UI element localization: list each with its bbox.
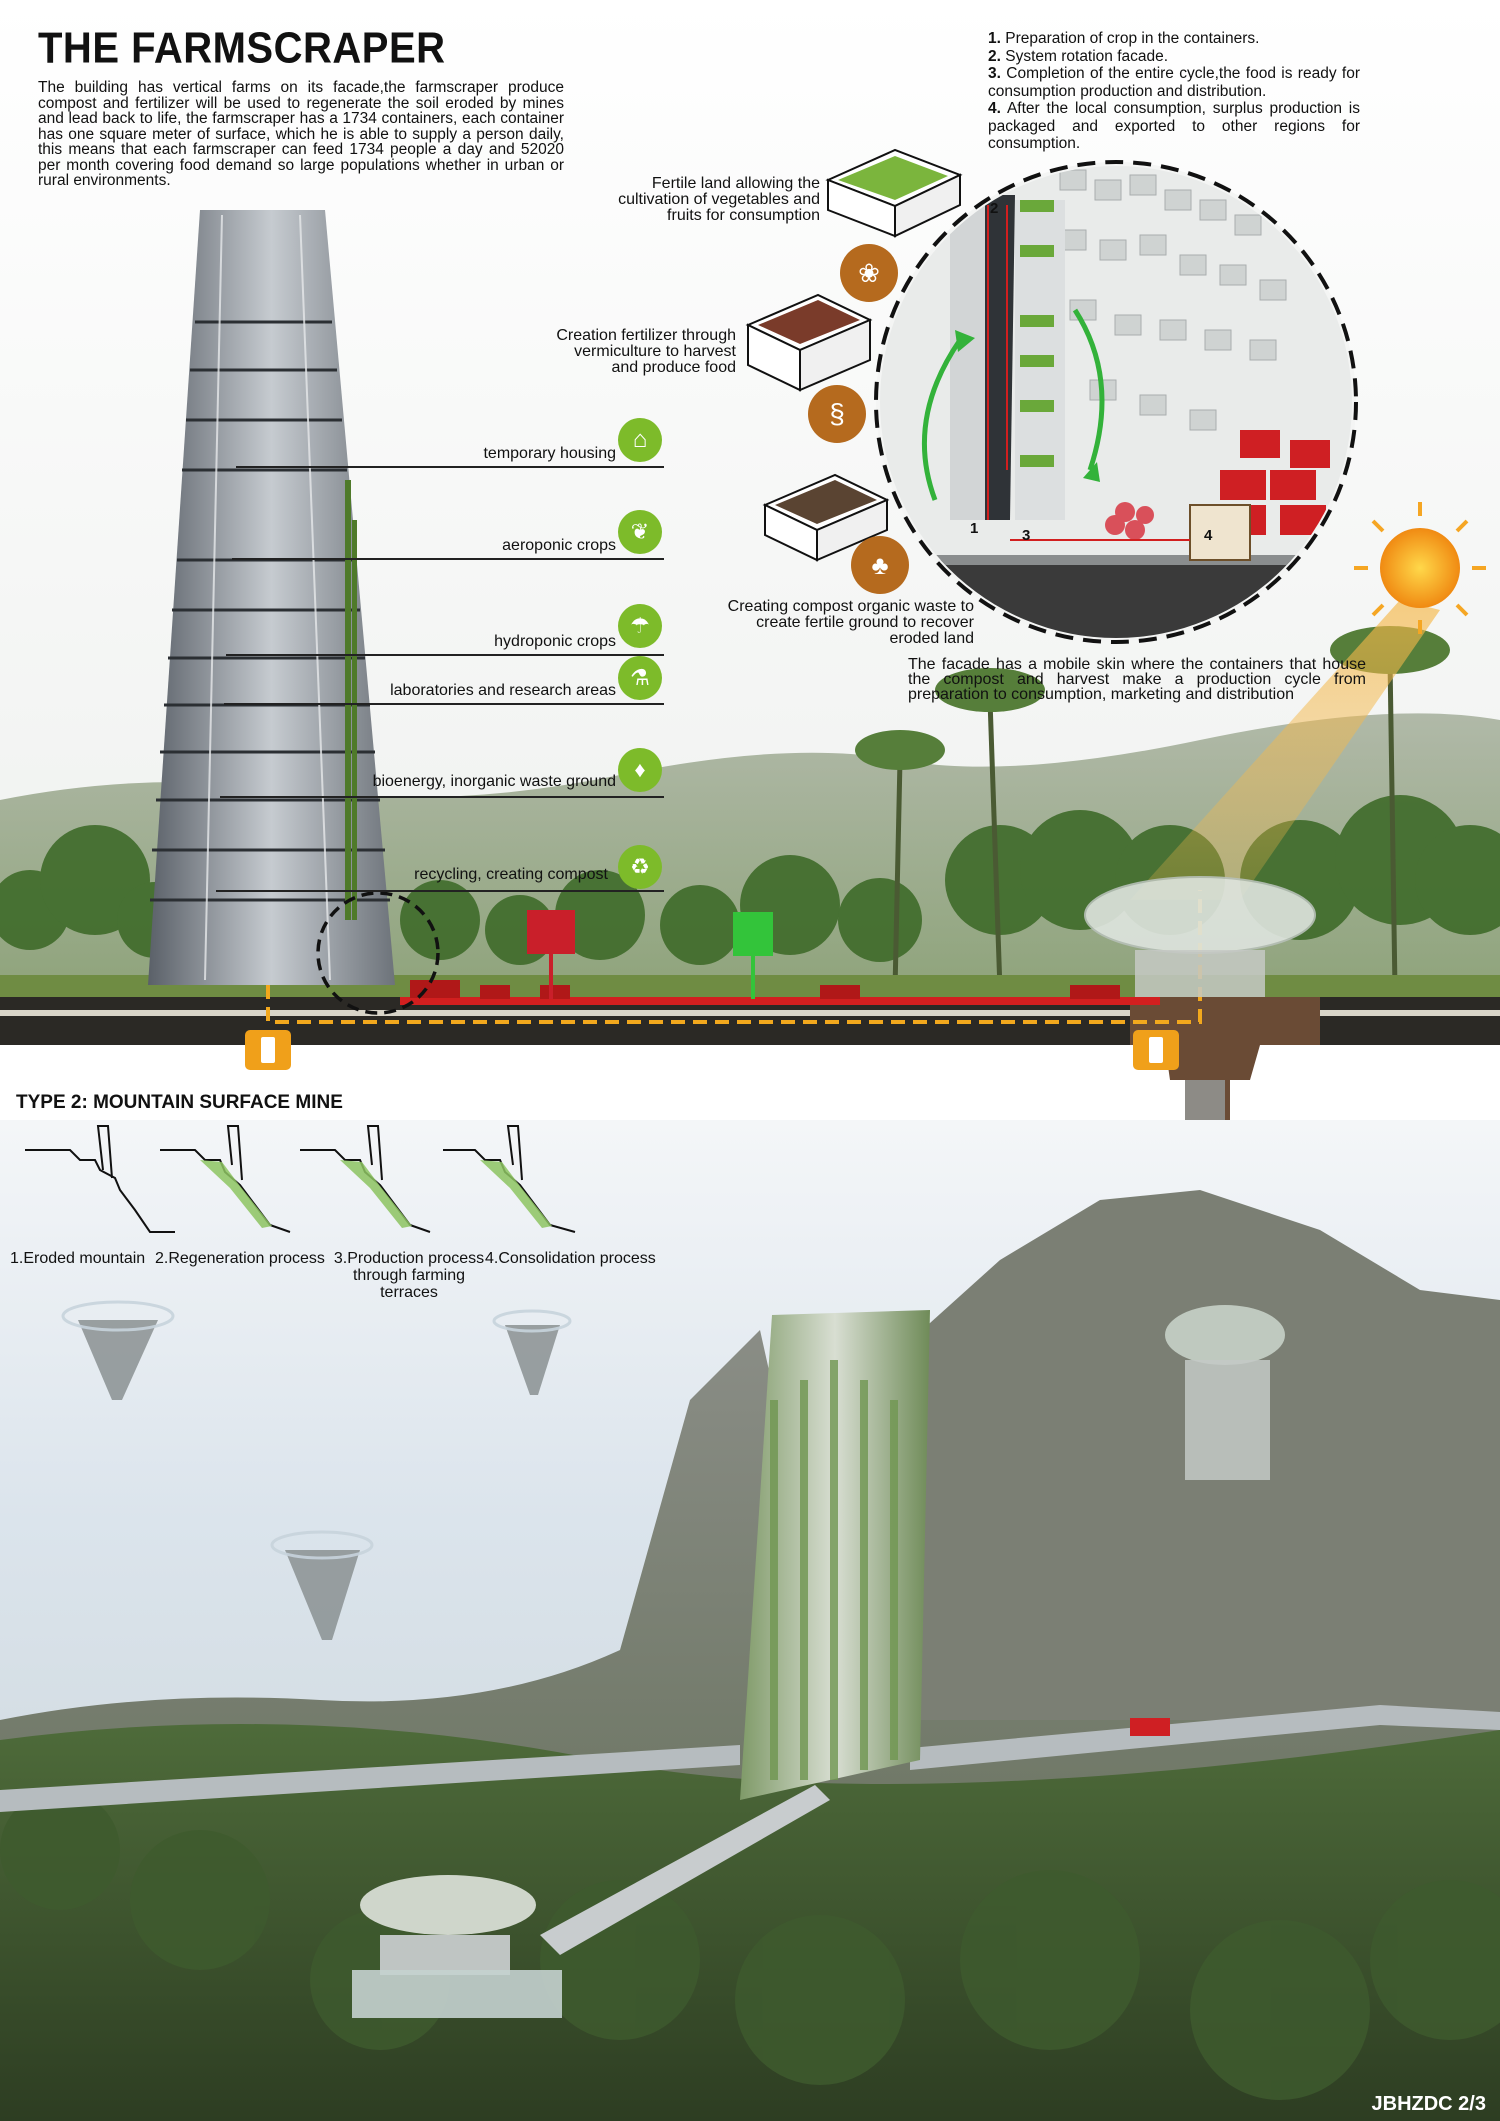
mine-section-title: TYPE 2: MOUNTAIN SURFACE MINE (16, 1092, 343, 1113)
fertilizer-label: Creation fertilizer through vermiculture… (556, 327, 736, 376)
detail-number: 1 (970, 520, 979, 537)
step-item: 1. Preparation of crop in the containers… (988, 30, 1260, 47)
leader-line (232, 558, 664, 560)
leader-line (216, 890, 664, 892)
detail-number: 3 (1022, 527, 1031, 544)
fertile-land-label: Fertile land allowing the cultivation of… (618, 175, 820, 224)
intro-paragraph: The building has vertical farms on its f… (38, 79, 564, 189)
leader-line (236, 466, 664, 468)
tower-label-labs: laboratories and research areas (390, 682, 616, 699)
leaf-drop-icon: ♦ (618, 748, 662, 792)
leader-line (226, 654, 664, 656)
farmscraper-tower (148, 210, 395, 985)
mine-stage-label: 2.Regeneration process (155, 1250, 325, 1267)
compost-label: Creating compost organic waste to create… (727, 598, 974, 647)
page-title: THE FARMSCRAPER (38, 24, 446, 73)
mine-stage-label: 1.Eroded mountain (10, 1250, 146, 1267)
plant-hand-icon: ❀ (840, 244, 898, 302)
facade-detail-circle (874, 160, 1358, 644)
step-item: 2. System rotation facade. (988, 47, 1169, 65)
fertile-land-box (825, 148, 963, 238)
worm-icon: § (808, 385, 866, 443)
house-icon: ⌂ (618, 418, 662, 462)
mine-stage-label: 3.Production process through farming ter… (333, 1250, 485, 1301)
tower-label-aeroponic: aeroponic crops (502, 537, 616, 554)
sprout-icon: ❦ (618, 510, 662, 554)
detail-number: 4 (1204, 527, 1213, 544)
tower-label-hydroponic: hydroponic crops (494, 633, 616, 650)
sheet-id: JBHZDC 2/3 (1371, 2093, 1486, 2115)
mountain-farmscraper (740, 1310, 930, 1800)
facade-label: The facade has a mobile skin where the c… (908, 656, 1366, 703)
recycle-icon: ♻ (618, 845, 662, 889)
flask-icon: ⚗ (618, 656, 662, 700)
leader-line (220, 796, 664, 798)
compost-sprout-icon: ♣ (851, 536, 909, 594)
tower-label-bioenergy: bioenergy, inorganic waste ground (372, 773, 616, 790)
step-item: 4. After the local consumption, surplus … (988, 100, 1360, 152)
mine-stage-label: 4.Consolidation process (485, 1250, 656, 1267)
compost-box (762, 473, 890, 562)
step-item: 3. Completion of the entire cycle,the fo… (988, 65, 1360, 100)
tower-label-recycling: recycling, creating compost (414, 866, 608, 883)
watering-icon: ☂ (618, 604, 662, 648)
tower-label-housing: temporary housing (483, 445, 616, 462)
detail-number: 2 (990, 200, 999, 217)
leader-line (224, 703, 664, 705)
vermiculture-box (745, 293, 873, 392)
cycle-steps-list: 1. Preparation of crop in the containers… (988, 30, 1360, 153)
